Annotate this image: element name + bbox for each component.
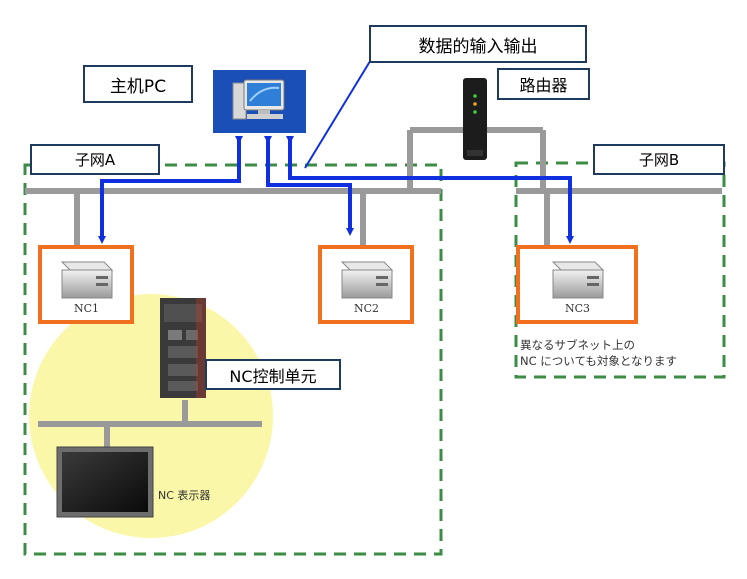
nc-display-device [56, 446, 154, 518]
nc1-server-icon [60, 261, 114, 299]
nc-control-unit-label: NC控制单元 [205, 359, 341, 390]
nc3-server-icon [551, 261, 605, 299]
arrow-to-nc3 [286, 136, 574, 244]
nc2-caption: NC2 [354, 302, 380, 315]
host-pc [213, 70, 306, 133]
data-io-label: 数据的输入输出 [369, 25, 587, 63]
nc3-caption: NC3 [565, 302, 591, 315]
subnet-note: 異なるサブネット上の NC についても対象となります [520, 337, 677, 369]
nc2-server-icon [340, 261, 394, 299]
subnet-a-label: 子网A [30, 144, 160, 175]
nc1-device [38, 245, 134, 324]
data-arrows [98, 136, 574, 244]
router-icon [463, 78, 487, 160]
router-label: 路由器 [497, 68, 590, 100]
nc1-caption: NC1 [74, 302, 100, 315]
nc-control-unit-device [160, 298, 206, 398]
arrow-to-nc1 [98, 136, 243, 244]
subnet-note-line2: NC についても対象となります [520, 354, 678, 368]
computer-icon [232, 79, 285, 120]
host-pc-label: 主机PC [83, 65, 193, 103]
arrow-to-nc2 [264, 136, 354, 236]
subnet-note-line1: 異なるサブネット上の [520, 338, 635, 352]
nc-display-caption: NC 表示器 [158, 489, 211, 502]
nc2-device [318, 245, 414, 324]
nc3-device [516, 245, 638, 324]
subnet-b-label: 子网B [593, 144, 725, 175]
data-io-pointer [304, 57, 373, 169]
